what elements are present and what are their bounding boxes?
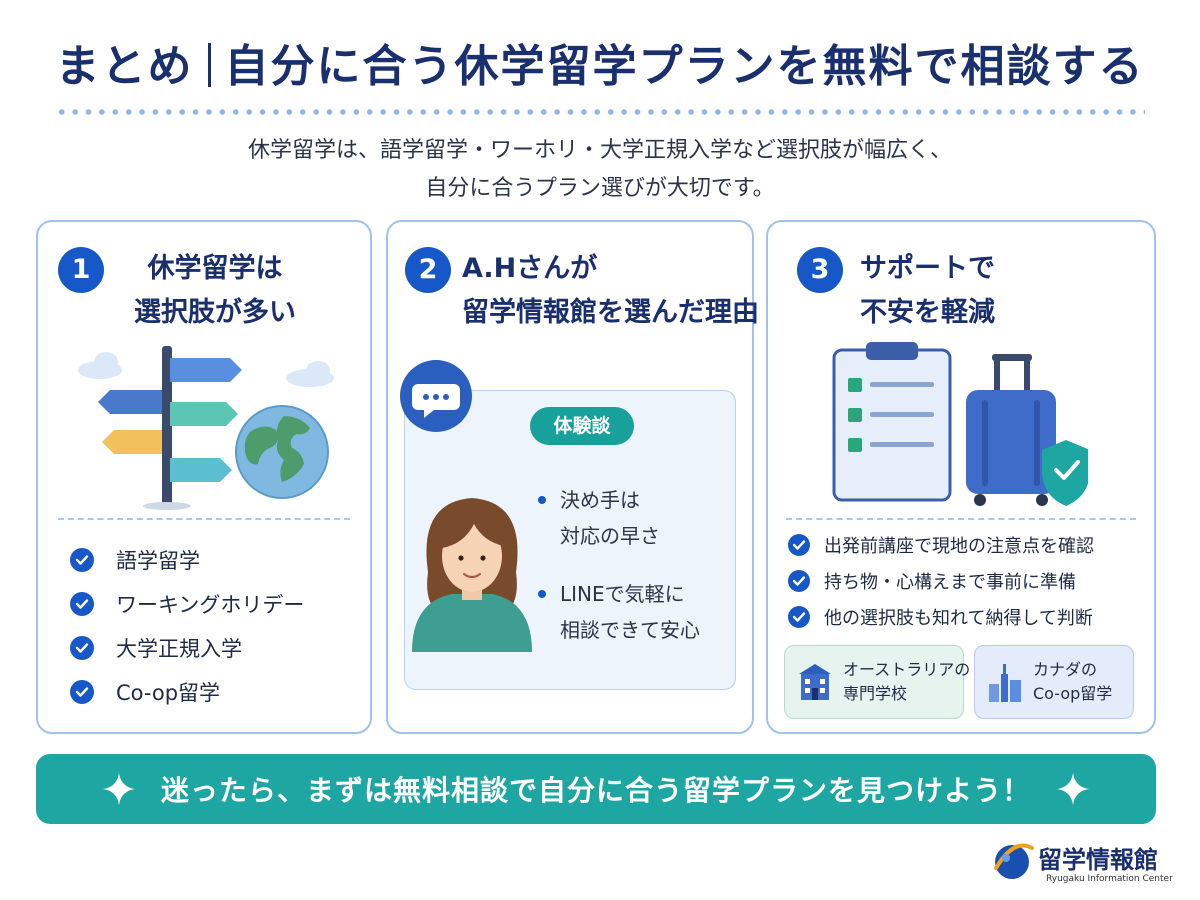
cta-banner: 迷ったら、まずは無料相談で自分に合う留学プランを見つけよう！ (36, 754, 1156, 824)
card-3-title-line-2: 不安を軽減 (860, 297, 995, 328)
cloud-icon (78, 352, 122, 379)
card-3-support-list: 出発前講座で現地の注意点を確認 持ち物・心構えまで事前に準備 他の選択肢も知れて… (788, 527, 1094, 635)
tag-2-line-1: カナダの (1033, 660, 1098, 679)
page-title: まとめ自分に合う休学留学プランを無料で相談する (0, 30, 1200, 94)
list-item-label: 語学留学 (116, 549, 200, 573)
card-1-divider (58, 518, 350, 520)
title-right: 自分に合う休学留学プランを無料で相談する (224, 41, 1145, 92)
bullet (538, 590, 546, 598)
globe-icon (235, 405, 329, 499)
card-2-title-line-1: A.Hさんが (462, 253, 598, 284)
check-icon (788, 570, 810, 592)
sparkle-icon (102, 773, 135, 805)
clipboard-icon (832, 342, 952, 502)
card-3-title: サポートで 不安を軽減 (860, 247, 1060, 335)
intro-line-2: 自分に合うプラン選びが大切です。 (425, 176, 775, 201)
card-1-title-line-2: 選択肢が多い (134, 297, 296, 328)
card-3-number: 3 (797, 247, 843, 293)
point-1-line-1: 決め手は (560, 488, 640, 512)
testimonial-points: LINEで気軽に相談できて安心 (538, 576, 700, 648)
list-item-label: 他の選択肢も知れて納得して判断 (824, 608, 1093, 629)
support-illustration (832, 342, 1088, 506)
tag-2-line-2: Co-op留学 (1033, 684, 1113, 703)
signpost-globe-illustration (78, 346, 334, 510)
list-item-label: 持ち物・心構えまで事前に準備 (824, 572, 1076, 593)
card-1-option-list: 語学留学 ワーキングホリデー 大学正規入学 Co-op留学 (70, 538, 304, 714)
city-skyline-icon (989, 664, 1021, 702)
logo-name: 留学情報館 (1038, 846, 1158, 874)
shield-check-icon (1042, 440, 1088, 506)
bullet (538, 496, 546, 504)
check-icon (788, 534, 810, 556)
list-item: 決め手は対応の早さ (538, 482, 660, 554)
point-2-line-1: LINEで気軽に (560, 582, 685, 606)
list-item: LINEで気軽に相談できて安心 (538, 576, 700, 648)
list-item: 他の選択肢も知れて納得して判断 (788, 599, 1094, 635)
dotted-divider (55, 108, 1145, 116)
tag-canada-coop: カナダの Co-op留学 (974, 645, 1134, 719)
brand-logo: 留学情報館 Ryugaku Information Center (990, 836, 1180, 892)
list-item-label: Co-op留学 (116, 681, 221, 705)
card-1-title: 休学留学は 選択肢が多い (120, 247, 310, 335)
title-separator (207, 43, 211, 87)
signpost-icon (98, 346, 242, 510)
check-icon (70, 680, 94, 704)
school-building-icon (799, 664, 831, 700)
tag-1-line-1: オーストラリアの (843, 660, 971, 679)
suitcase-icon (966, 354, 1056, 506)
experience-badge: 体験談 (530, 407, 634, 445)
check-icon (70, 592, 94, 616)
tag-australia-school: オーストラリアの 専門学校 (784, 645, 970, 719)
card-1-number: 1 (58, 247, 104, 293)
check-icon (70, 548, 94, 572)
testimonial-points: 決め手は対応の早さ (538, 482, 660, 554)
sparkle-icon (1057, 773, 1089, 805)
title-left: まとめ (55, 41, 194, 92)
card-2-title: A.Hさんが 留学情報館を選んだ理由 (462, 247, 759, 335)
list-item: Co-op留学 (70, 670, 304, 714)
intro-line-1: 休学留学は、語学留学・ワーホリ・大学正規入学など選択肢が幅広く、 (247, 138, 952, 163)
point-1-line-2: 対応の早さ (560, 524, 660, 548)
list-item-label: ワーキングホリデー (116, 593, 305, 617)
card-1-title-line-1: 休学留学は (147, 253, 283, 284)
list-item: ワーキングホリデー (70, 582, 304, 626)
point-2-line-2: 相談できて安心 (560, 618, 700, 642)
logo-globe-icon (994, 843, 1034, 879)
cloud-icon (286, 361, 334, 387)
card-2-title-line-2: 留学情報館を選んだ理由 (462, 297, 759, 328)
list-item: 大学正規入学 (70, 626, 304, 670)
check-icon (70, 636, 94, 660)
card-2-number: 2 (405, 247, 451, 293)
woman-avatar-icon (412, 498, 532, 652)
card-3-title-line-1: サポートで (860, 253, 995, 284)
list-item-label: 出発前講座で現地の注意点を確認 (824, 536, 1094, 557)
list-item: 持ち物・心構えまで事前に準備 (788, 563, 1094, 599)
tag-1-line-2: 専門学校 (843, 684, 908, 703)
chat-bubble-icon (400, 360, 472, 432)
list-item-label: 大学正規入学 (116, 637, 242, 661)
list-item: 出発前講座で現地の注意点を確認 (788, 527, 1094, 563)
intro-text: 休学留学は、語学留学・ワーホリ・大学正規入学など選択肢が幅広く、 自分に合うプラ… (0, 132, 1200, 208)
check-icon (788, 606, 810, 628)
card-3-divider (786, 518, 1136, 520)
list-item: 語学留学 (70, 538, 304, 582)
cta-text: 迷ったら、まずは無料相談で自分に合う留学プランを見つけよう！ (160, 774, 1031, 807)
logo-subtitle: Ryugaku Information Center (1046, 874, 1173, 884)
